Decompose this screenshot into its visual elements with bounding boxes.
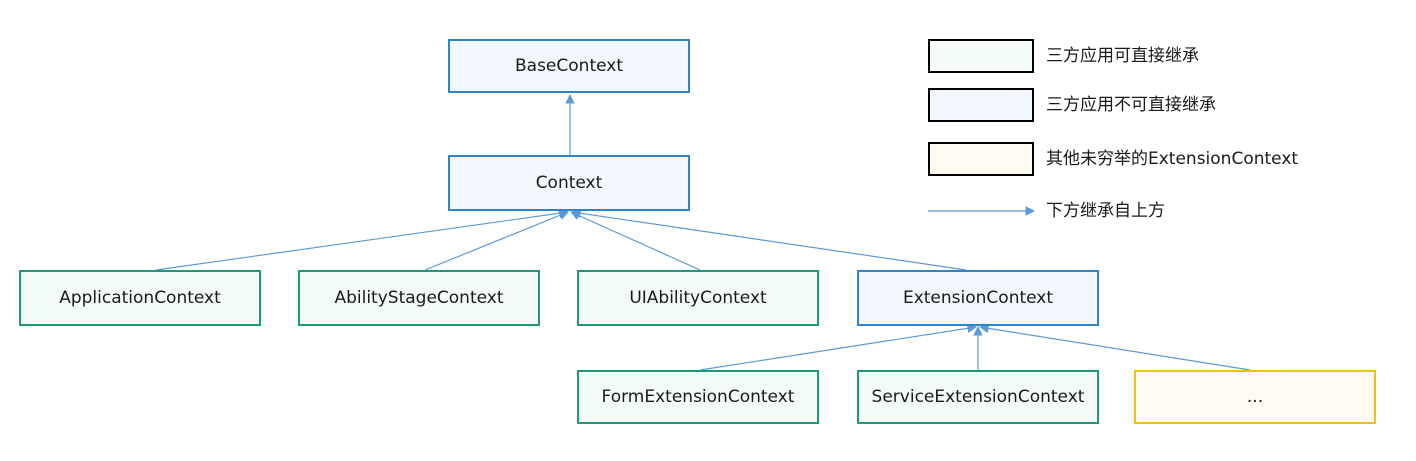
node-uiabilitycontext-label: UIAbilityContext — [629, 288, 767, 308]
node-applicationcontext: ApplicationContext — [19, 270, 261, 326]
node-abilitystagecontext-label: AbilityStageContext — [334, 288, 504, 308]
node-basecontext-label: BaseContext — [515, 56, 623, 76]
node-context-label: Context — [535, 173, 603, 193]
legend-label-inheritable: 三方应用可直接继承 — [1046, 46, 1199, 66]
arrow-otherextension-to-extensioncontext — [979, 323, 1251, 371]
arrow-uiabilitycontext-to-context — [570, 211, 701, 271]
arrow-applicationcontext-to-context — [155, 208, 569, 271]
node-extensioncontext: ExtensionContext — [857, 270, 1099, 326]
legend-label-arrow: 下方继承自上方 — [1046, 201, 1165, 221]
node-other-extensions: ... — [1134, 370, 1376, 424]
legend-label-not-inheritable: 三方应用不可直接继承 — [1046, 95, 1216, 115]
node-formextensioncontext: FormExtensionContext — [577, 370, 819, 424]
node-formextensioncontext-label: FormExtensionContext — [601, 387, 795, 407]
node-context: Context — [448, 155, 690, 211]
arrow-formextensioncontext-to-extensioncontext — [699, 323, 977, 371]
node-applicationcontext-label: ApplicationContext — [59, 288, 221, 308]
legend-swatch-not-inheritable — [928, 88, 1034, 122]
node-uiabilitycontext: UIAbilityContext — [577, 270, 819, 326]
arrow-abilitystagecontext-to-context — [424, 210, 569, 271]
legend-label-other-extensions: 其他未穷举的ExtensionContext — [1046, 149, 1299, 169]
legend-swatch-other-extensions — [928, 142, 1034, 176]
legend-swatch-inheritable — [928, 39, 1034, 73]
node-serviceextensioncontext-label: ServiceExtensionContext — [871, 387, 1085, 407]
node-basecontext: BaseContext — [448, 39, 690, 93]
node-extensioncontext-label: ExtensionContext — [902, 288, 1054, 308]
node-serviceextensioncontext: ServiceExtensionContext — [857, 370, 1099, 424]
node-abilitystagecontext: AbilityStageContext — [298, 270, 540, 326]
arrow-extensioncontext-to-context — [571, 208, 967, 271]
node-other-extensions-label: ... — [1246, 387, 1264, 407]
